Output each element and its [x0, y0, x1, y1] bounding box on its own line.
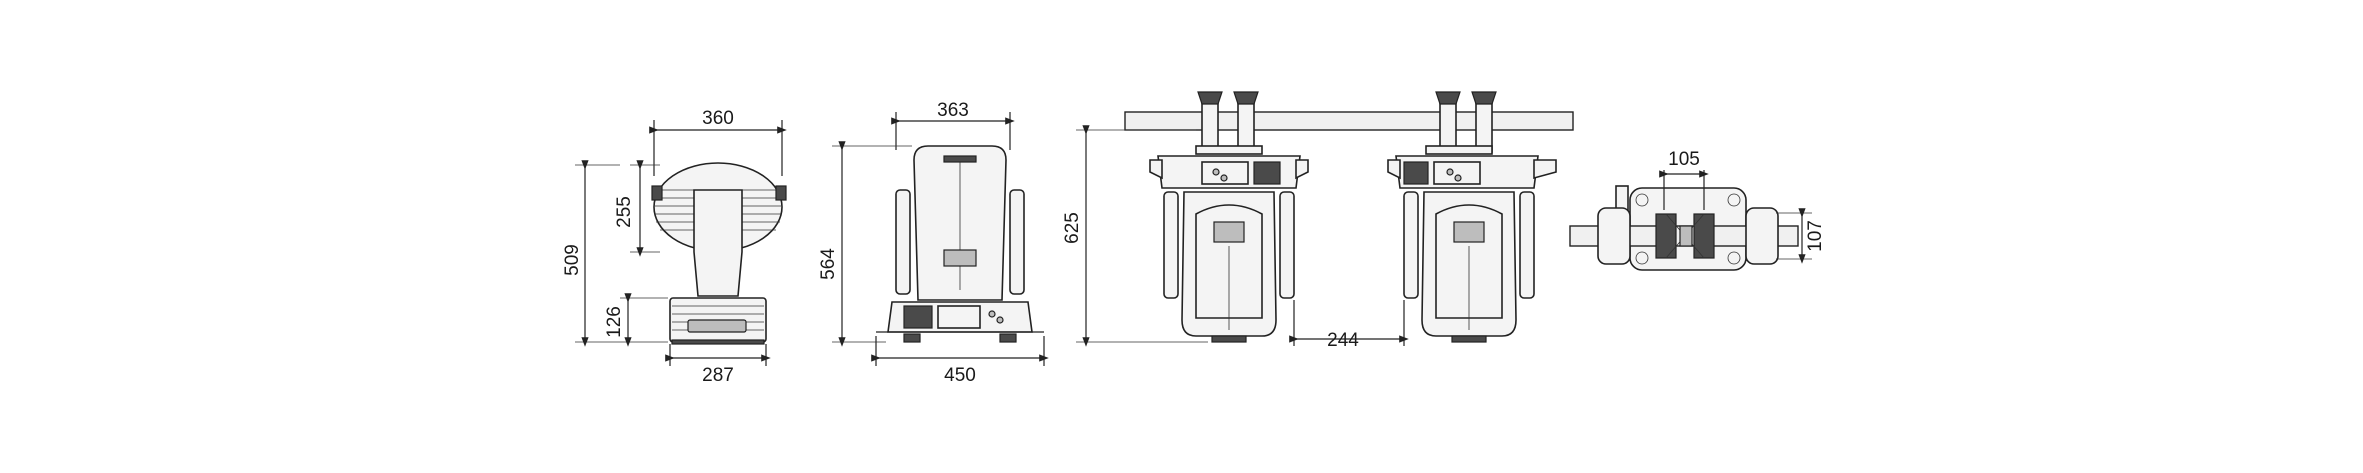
hanging-fixture-b — [1387, 91, 1557, 343]
side-width-label: 360 — [702, 108, 734, 129]
front-total-height-label: 564 — [818, 248, 839, 280]
front-view: 363 564 450 — [818, 100, 1049, 386]
side-total-height-label: 509 — [562, 244, 583, 276]
side-base-height-label: 126 — [604, 306, 625, 338]
hanging-views: 625 244 — [1062, 91, 1574, 351]
top-clamp-spacing-label: 105 — [1668, 149, 1700, 170]
front-width-label: 363 — [937, 100, 969, 121]
hanging-fixture-a — [1149, 91, 1309, 343]
side-view: 360 255 509 126 287 — [562, 108, 787, 386]
hanging-total-height-label: 625 — [1062, 212, 1083, 244]
hanging-clearance-label: 244 — [1327, 330, 1359, 351]
top-truss-depth-label: 107 — [1805, 220, 1826, 252]
front-base-width-label: 450 — [944, 365, 976, 386]
side-head-height-label: 255 — [614, 196, 635, 228]
side-base-width-label: 287 — [702, 365, 734, 386]
top-view: 105 107 — [1569, 149, 1826, 271]
